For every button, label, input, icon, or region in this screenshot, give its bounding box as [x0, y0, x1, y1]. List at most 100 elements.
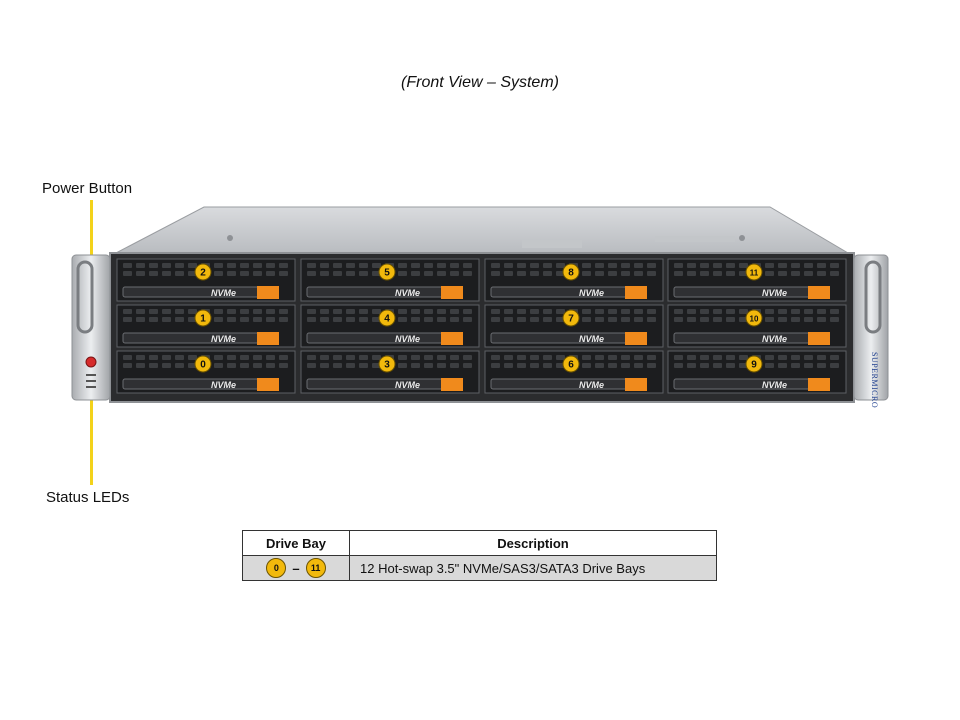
vent-slot — [279, 355, 288, 360]
vent-slot — [175, 355, 184, 360]
drive-tray[interactable]: NVMe 5 — [300, 258, 480, 302]
bay-number: 5 — [384, 268, 390, 279]
vent-slot — [372, 309, 381, 314]
vent-slot — [530, 317, 539, 322]
vent-slot — [634, 309, 643, 314]
vent-slot — [517, 309, 526, 314]
vent-slot — [372, 263, 381, 268]
vent-slot — [543, 355, 552, 360]
tray-latch — [257, 286, 279, 299]
vent-slot — [700, 363, 709, 368]
drive-type-label: NVMe — [579, 334, 604, 344]
vent-slot — [279, 263, 288, 268]
vent-slot — [123, 263, 132, 268]
bay-badge-end: 11 — [305, 558, 326, 578]
vent-slot — [491, 355, 500, 360]
vent-slot — [491, 309, 500, 314]
vent-slot — [320, 271, 329, 276]
vent-slot — [253, 317, 262, 322]
vent-slot — [266, 355, 275, 360]
vent-slot — [240, 317, 249, 322]
bay-badge-start: 0 — [266, 558, 287, 578]
vent-slot — [175, 263, 184, 268]
vent-slot — [149, 271, 158, 276]
tray-handle — [673, 286, 823, 298]
drive-type-label: NVMe — [395, 288, 420, 298]
tray-latch — [441, 286, 463, 299]
vent-slot — [333, 363, 342, 368]
vent-slot — [713, 355, 722, 360]
vent-slot — [398, 309, 407, 314]
tray-handle — [306, 286, 456, 298]
vent-slot — [582, 317, 591, 322]
drive-type-label: NVMe — [211, 334, 236, 344]
vent-slot — [437, 363, 446, 368]
chassis-top-cover — [115, 206, 850, 254]
vent-slot — [817, 263, 826, 268]
status-led-icon — [86, 374, 96, 376]
vent-slot — [687, 363, 696, 368]
vent-slot — [359, 271, 368, 276]
vent-slot — [765, 263, 774, 268]
vent-slot — [778, 363, 787, 368]
bay-number-badge — [194, 355, 212, 373]
vent-slot — [136, 355, 145, 360]
vent-slot — [687, 271, 696, 276]
vent-slot — [647, 263, 656, 268]
tray-handle — [306, 378, 456, 390]
vent-slot — [674, 363, 683, 368]
vent-slot — [123, 317, 132, 322]
vent-slot — [266, 363, 275, 368]
vent-slot — [437, 263, 446, 268]
vent-slot — [463, 263, 472, 268]
vent-slot — [713, 317, 722, 322]
vent-slot — [504, 317, 513, 322]
vent-slot — [162, 355, 171, 360]
vent-slot — [608, 263, 617, 268]
vent-slot — [543, 271, 552, 276]
vent-slot — [188, 263, 197, 268]
vent-slot — [214, 271, 223, 276]
tray-handle — [122, 286, 272, 298]
vent-slot — [634, 263, 643, 268]
vent-slot — [214, 309, 223, 314]
vent-slot — [804, 271, 813, 276]
vent-slot — [674, 355, 683, 360]
vent-slot — [817, 363, 826, 368]
vent-slot — [240, 355, 249, 360]
tray-latch — [441, 378, 463, 391]
vent-slot — [320, 363, 329, 368]
vent-slot — [162, 317, 171, 322]
vent-slot — [398, 363, 407, 368]
vent-slot — [791, 317, 800, 322]
status-leds-label: Status LEDs — [46, 489, 130, 506]
power-button-icon[interactable] — [85, 356, 97, 368]
vent-slot — [437, 271, 446, 276]
vent-slot — [804, 309, 813, 314]
drive-type-label: NVMe — [395, 334, 420, 344]
vent-slot — [595, 355, 604, 360]
vent-slot — [713, 309, 722, 314]
vent-slot — [556, 309, 565, 314]
vent-slot — [556, 355, 565, 360]
vent-slot — [320, 317, 329, 322]
vent-slot — [333, 309, 342, 314]
vent-slot — [582, 263, 591, 268]
vent-slot — [463, 317, 472, 322]
vent-slot — [320, 263, 329, 268]
vent-slot — [162, 363, 171, 368]
power-button-label: Power Button — [42, 180, 133, 197]
tray-handle — [122, 378, 272, 390]
vent-slot — [411, 309, 420, 314]
